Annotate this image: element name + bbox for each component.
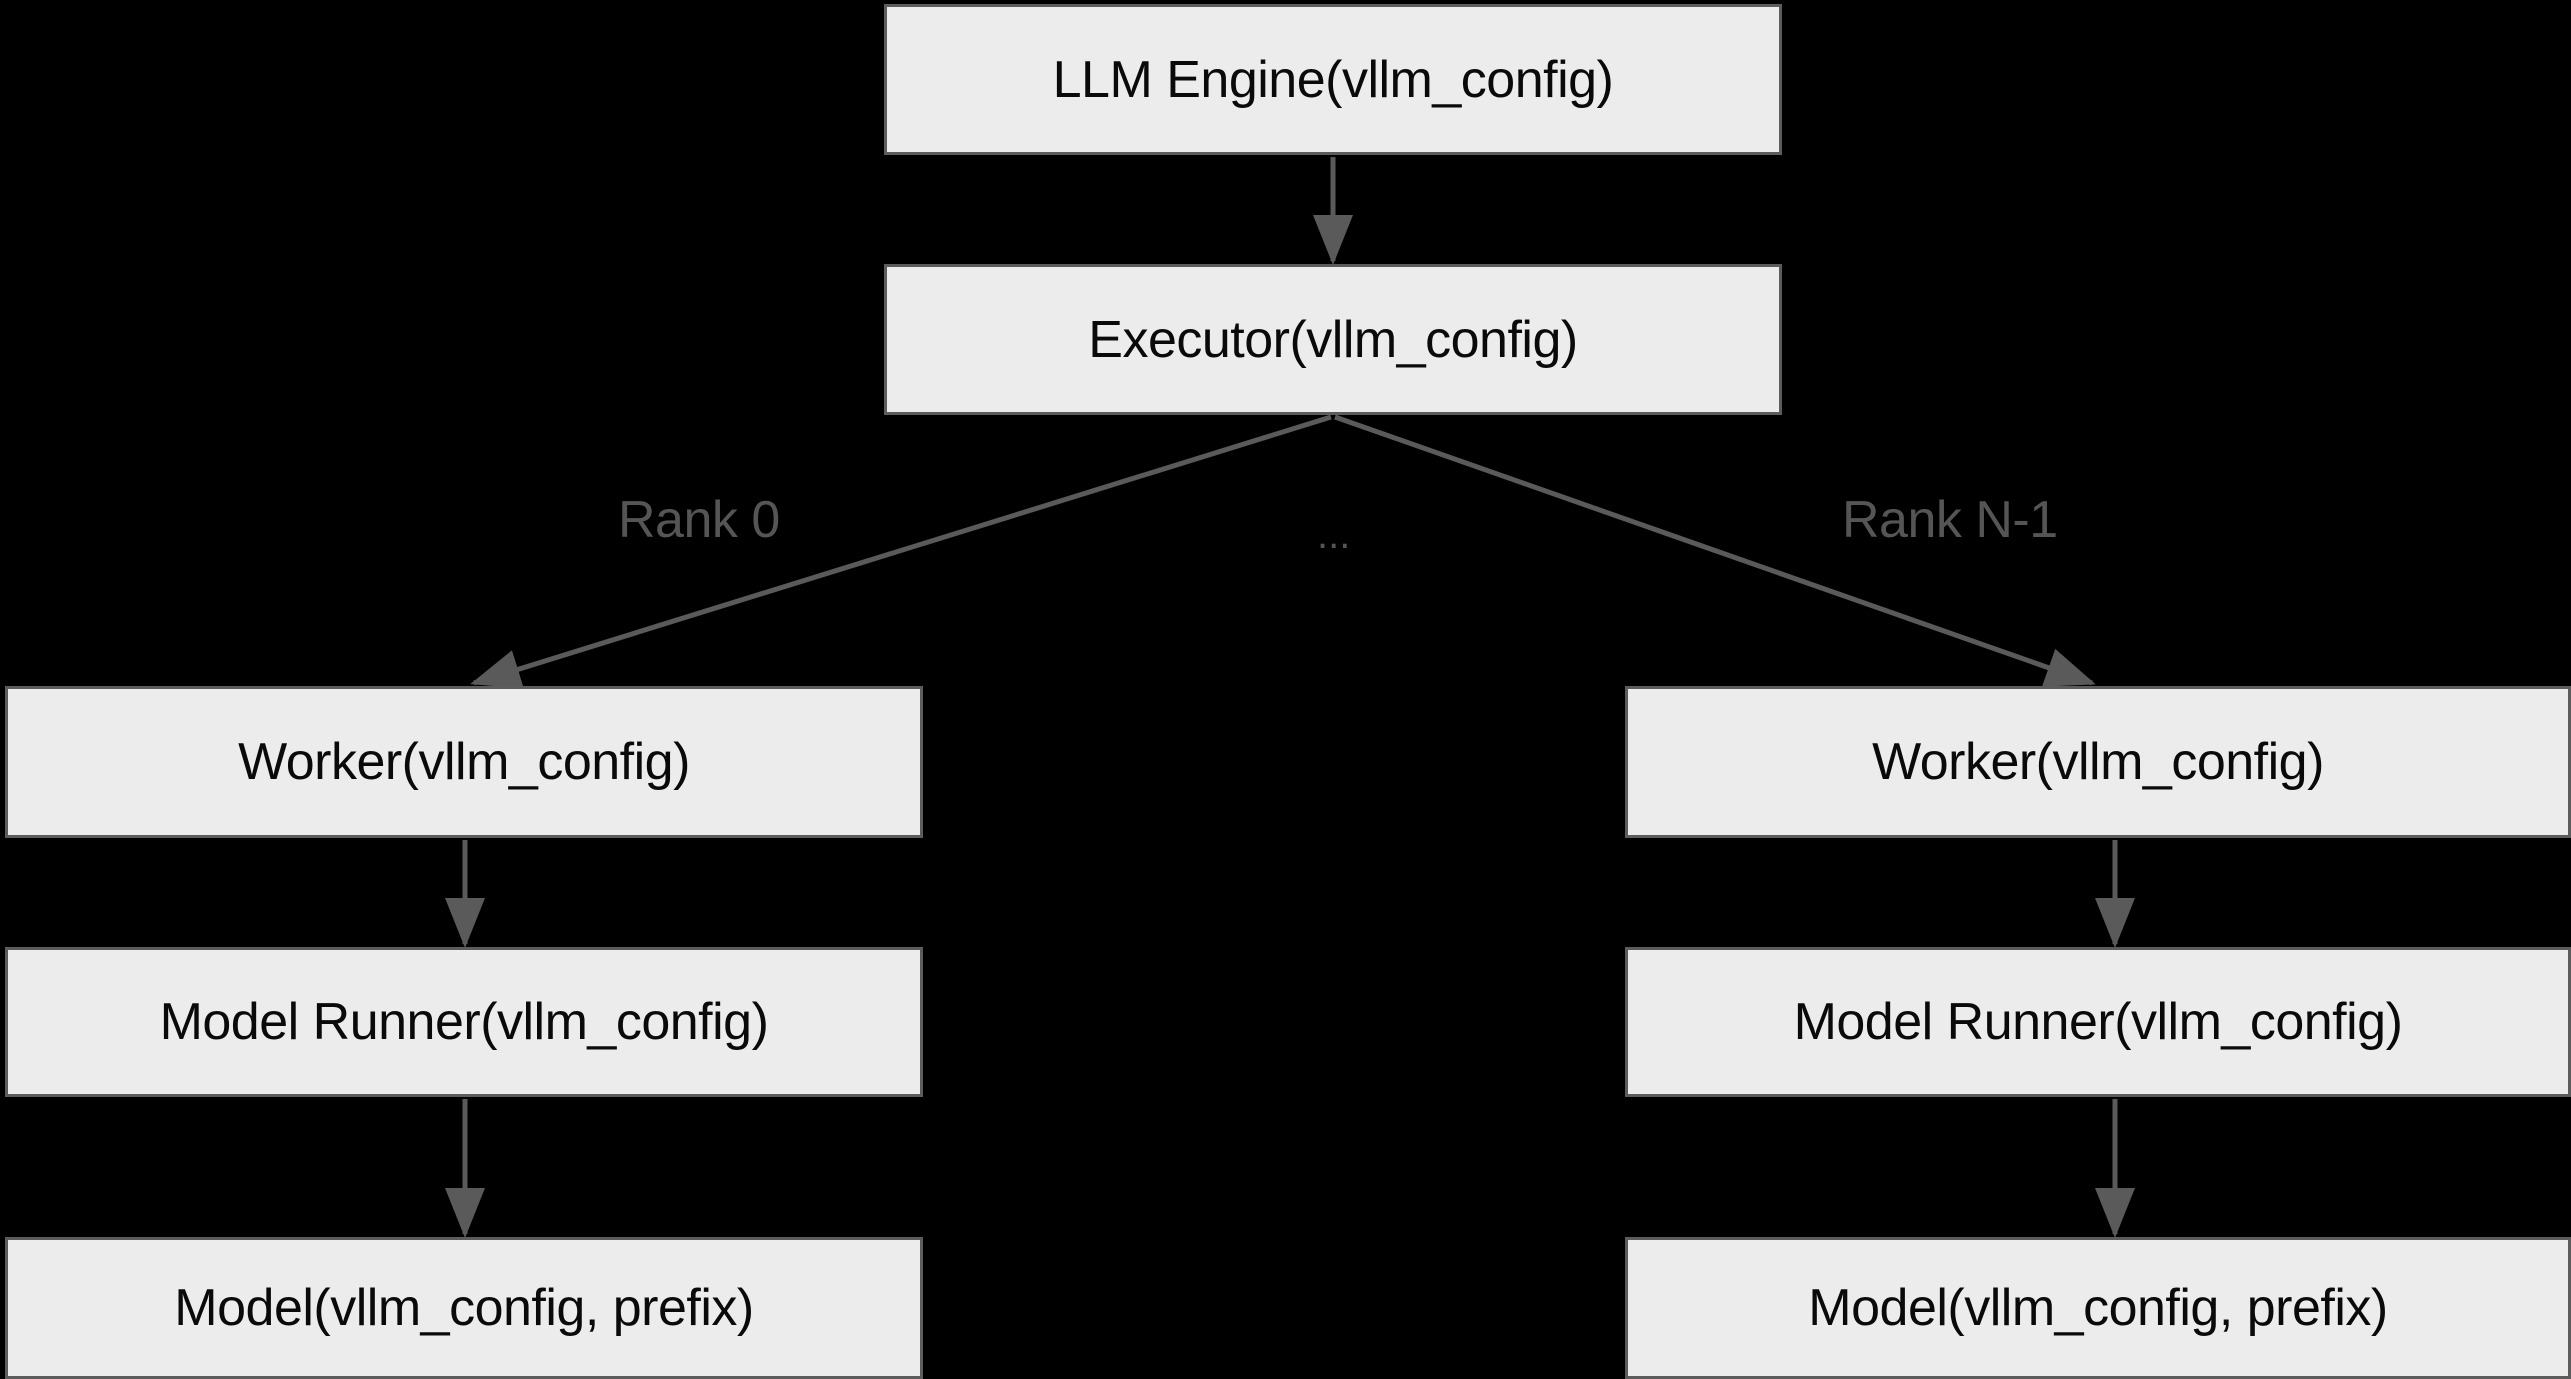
node-model-rank0: Model(vllm_config, prefix) — [5, 1237, 923, 1379]
edge-executor-to-worker-rankn — [1334, 414, 2096, 687]
node-model-rankn: Model(vllm_config, prefix) — [1625, 1237, 2571, 1379]
node-worker-rank0: Worker(vllm_config) — [5, 686, 923, 838]
node-executor: Executor(vllm_config) — [884, 264, 1782, 415]
edge-label-ellipsis: ... — [1317, 513, 1351, 557]
node-worker-rankn: Worker(vllm_config) — [1625, 686, 2571, 838]
node-model-runner-rank0: Model Runner(vllm_config) — [5, 947, 923, 1097]
node-llm-engine: LLM Engine(vllm_config) — [884, 4, 1782, 155]
edge-label-rank-0: Rank 0 — [618, 491, 780, 549]
node-model-runner-rankn: Model Runner(vllm_config) — [1625, 947, 2571, 1097]
edge-executor-to-worker-rank0 — [470, 414, 1332, 689]
edge-label-rank-n-minus-1: Rank N-1 — [1842, 491, 2058, 549]
